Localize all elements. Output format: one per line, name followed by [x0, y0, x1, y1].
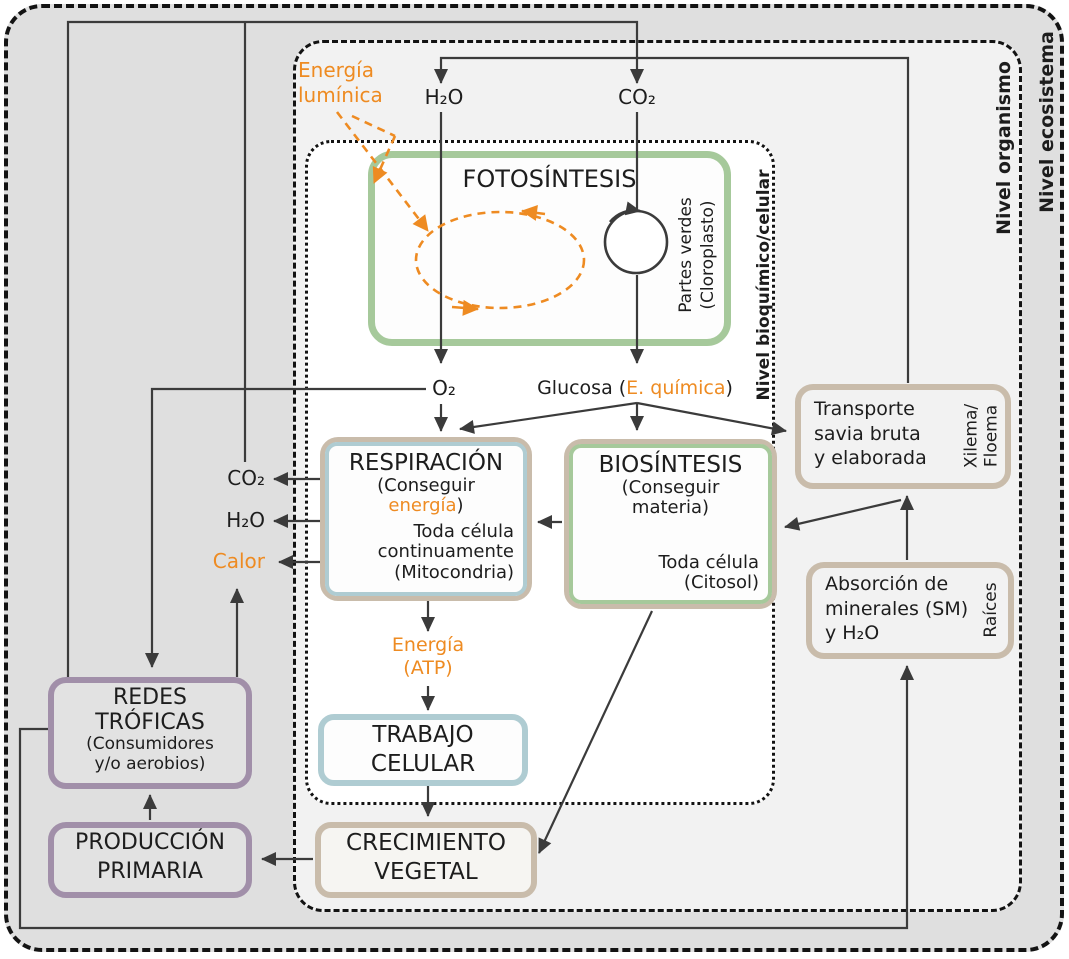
respiration-box: RESPIRACIÓN (Conseguir energía) Toda cél… [320, 437, 532, 601]
respiration-sub-line1: (Conseguir [377, 475, 475, 497]
water-input-label: H₂O [424, 85, 464, 109]
light-energy-label: Energía lumínica [298, 58, 383, 107]
respiration-title: RESPIRACIÓN [348, 450, 504, 476]
mineral-absorption-box: Absorción de minerales (SM) y H₂O [806, 562, 1014, 659]
plant-growth-label: CRECIMIENTO VEGETAL [346, 830, 506, 886]
heat-label: Calor [212, 549, 265, 573]
respiration-note: Toda célula continuamente (Mitocondria) [377, 520, 514, 583]
biosynthesis-title: BIOSÍNTESIS [598, 452, 743, 478]
biosynthesis-note: Toda célula (Citosol) [658, 551, 759, 594]
glucose-label: Glucosa (E. química) [537, 377, 733, 399]
photosynthesis-title: FOTOSÍNTESIS [462, 165, 637, 193]
co2-input-label: CO₂ [618, 85, 656, 109]
sap-transport-box: Transporte savia bruta y elaborada [795, 384, 1011, 489]
co2-output-label: CO₂ [227, 466, 265, 490]
biosynthesis-sub-line2: materia) [631, 497, 710, 519]
biosynthesis-sub-line1: (Conseguir [621, 477, 720, 499]
primary-production-box: PRODUCCIÓN PRIMARIA [48, 822, 252, 898]
chloroplast-side-line1: Partes verdes [675, 197, 696, 313]
cellular-work-box: TRABAJO CELULAR [318, 714, 528, 786]
plant-growth-box: CRECIMIENTO VEGETAL [315, 822, 537, 898]
atp-energy-label: Energía (ATP) [391, 634, 465, 680]
chloroplast-side-line2: (Cloroplasto) [698, 200, 718, 310]
oxygen-label: O₂ [432, 376, 456, 400]
sap-transport-label: Transporte savia bruta y elaborada [814, 398, 927, 470]
trophic-webs-label: REDES TRÓFICAS (Consumidores y/o aerobio… [86, 685, 214, 774]
water-output-label: H₂O [226, 508, 265, 532]
mineral-absorption-label: Absorción de minerales (SM) y H₂O [825, 573, 969, 645]
cellular-work-label: TRABAJO CELULAR [370, 722, 476, 777]
trophic-webs-box: REDES TRÓFICAS (Consumidores y/o aerobio… [48, 677, 252, 789]
respiration-sub-line2: energía) [388, 495, 464, 517]
primary-production-label: PRODUCCIÓN PRIMARIA [75, 830, 225, 884]
biosynthesis-box: BIOSÍNTESIS (Conseguir materia) Toda cél… [564, 439, 777, 609]
